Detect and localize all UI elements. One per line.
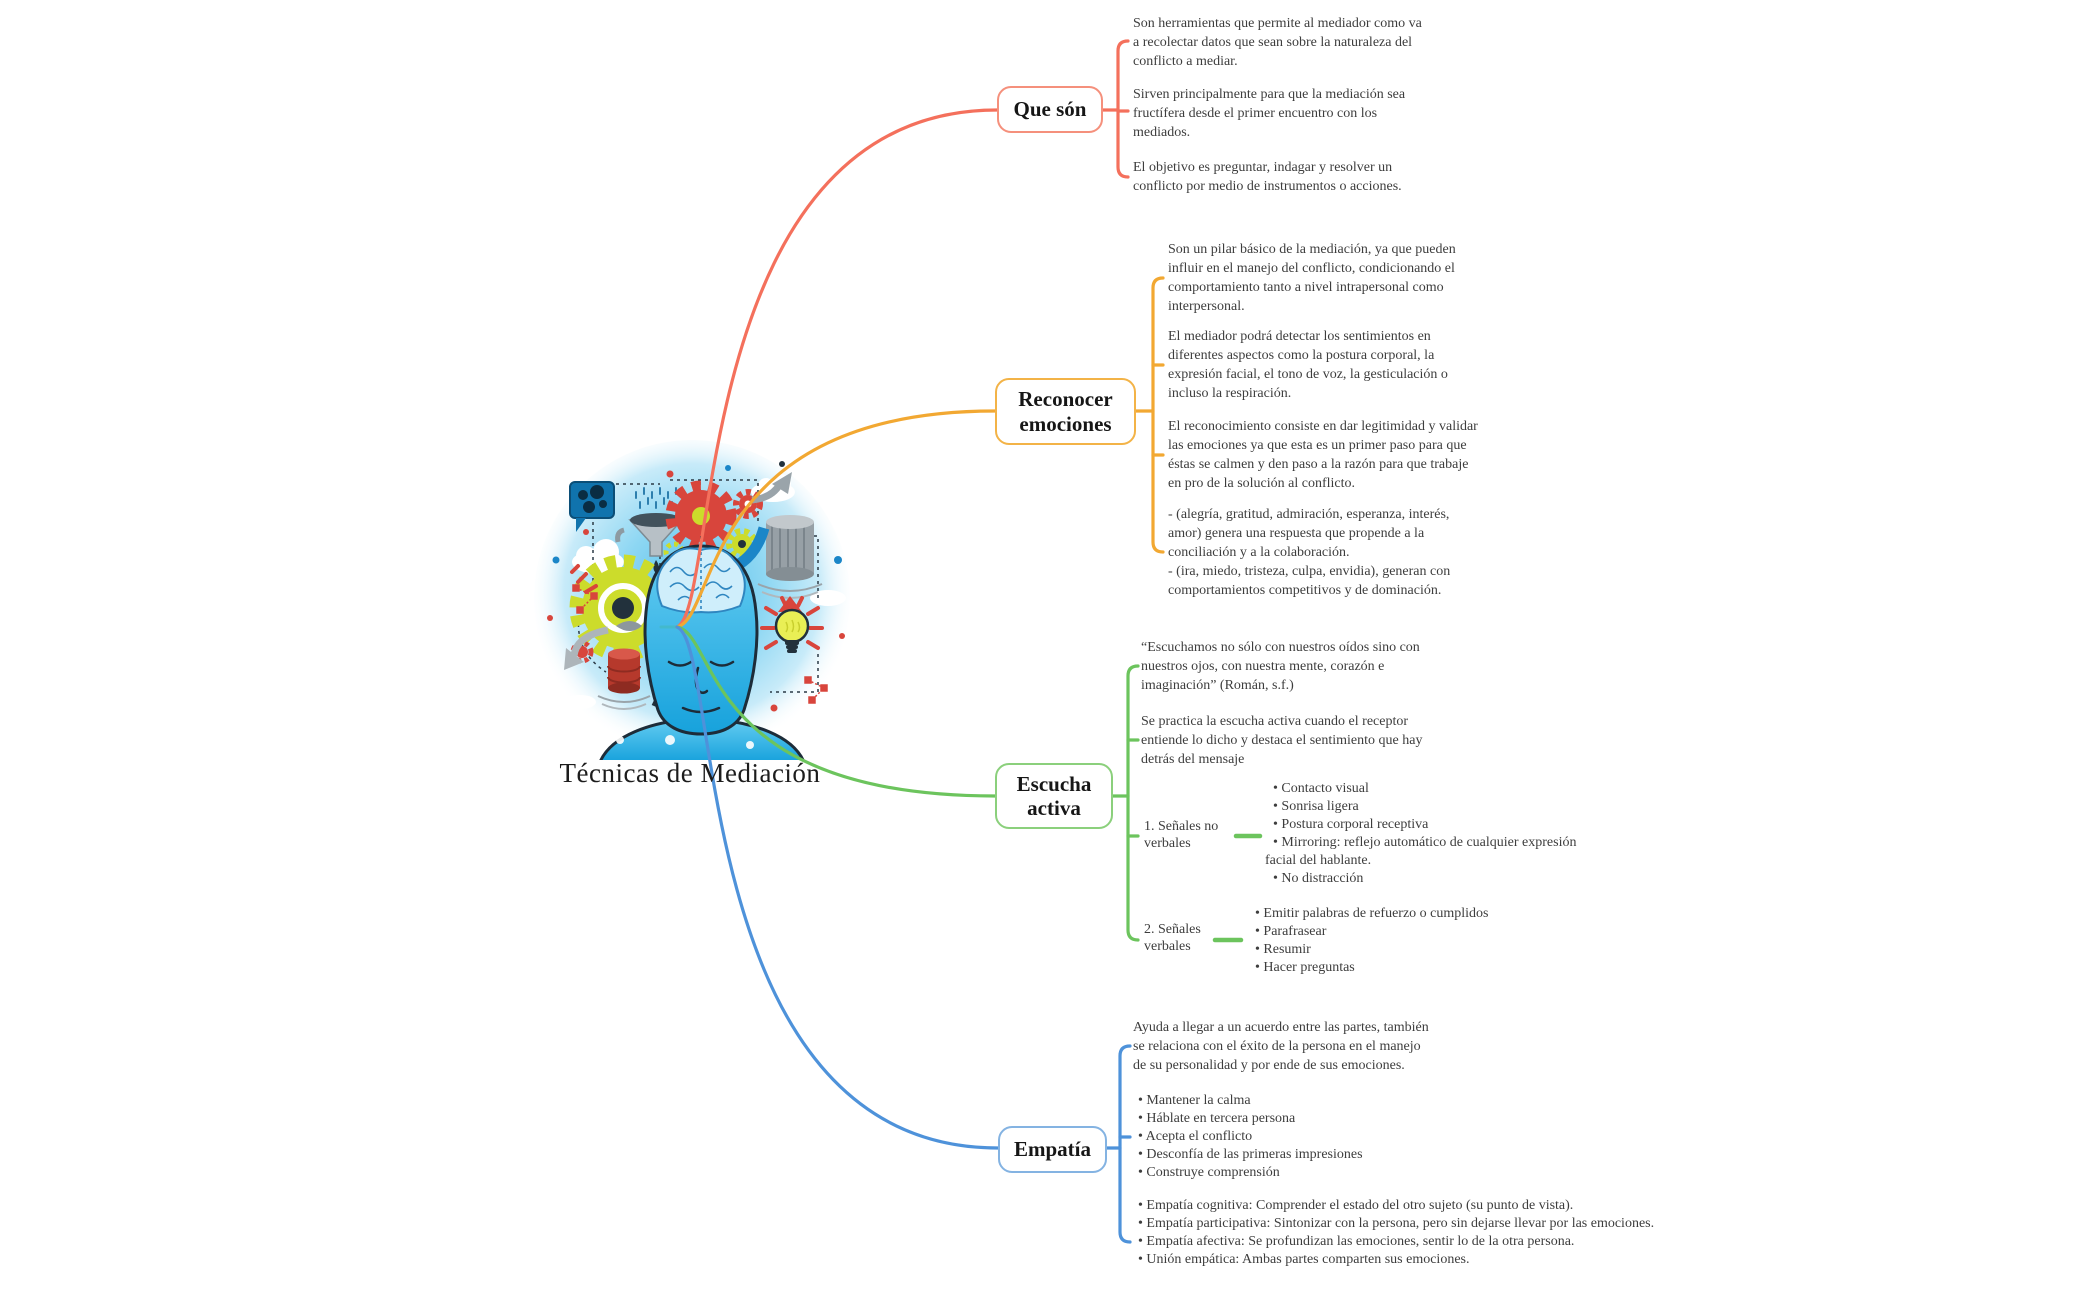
node-que-son[interactable]: Que són [997, 86, 1103, 133]
bullet-item: • Mirroring: reflejo automático de cualq… [1265, 835, 1577, 868]
node-empatia-label: Empatía [1013, 1137, 1091, 1162]
bullet-item: • Resumir [1255, 942, 1311, 957]
que-son-note-1[interactable]: Son herramientas que permite al mediador… [1133, 16, 1422, 69]
bullet-item: • Empatía afectiva: Se profundizan las e… [1138, 1234, 1575, 1249]
bullet-item: • Empatía participativa: Sintonizar con … [1138, 1216, 1655, 1231]
bullet-item: • Acepta el conflicto [1138, 1129, 1253, 1144]
que-son-note-2[interactable]: Sirven principalmente para que la mediac… [1133, 87, 1406, 140]
bullet-item: • Construye comprensión [1138, 1165, 1280, 1180]
escucha-quote-note[interactable]: “Escuchamos no sólo con nuestros oídos s… [1141, 640, 1420, 693]
escucha-note-2[interactable]: Se practica la escucha activa cuando el … [1141, 714, 1423, 767]
escucha-subnode-nonverbal-label[interactable]: 1. Señales no verbales [1144, 819, 1219, 851]
reconocer-note-1[interactable]: Son un pilar básico de la mediación, ya … [1168, 242, 1456, 314]
map-title: Técnicas de Mediación [559, 758, 821, 788]
brain-illustration [534, 440, 850, 760]
node-reconocer-emociones[interactable]: Reconocer emociones [995, 378, 1136, 445]
que-son-note-3[interactable]: El objetivo es preguntar, indagar y reso… [1133, 160, 1402, 194]
bullet-item: • Mantener la calma [1138, 1093, 1251, 1108]
reconocer-note-2[interactable]: El mediador podrá detectar los sentimien… [1168, 329, 1448, 401]
bullet-item: • Hacer preguntas [1255, 960, 1355, 975]
escucha-nonverbal-bullets[interactable]: • Contacto visual • Sonrisa ligera • Postu… [1265, 780, 1603, 888]
bullet-item: • Empatía cognitiva: Comprender el estad… [1138, 1198, 1574, 1213]
node-escucha-label: Escucha activa [1016, 771, 1092, 820]
bullet-item: • Postura corporal receptiva [1273, 817, 1429, 832]
node-escucha-activa[interactable]: Escucha activa [995, 763, 1113, 829]
bullet-item: • Unión empática: Ambas partes comparten… [1138, 1252, 1470, 1267]
reconocer-note-3[interactable]: El reconocimiento consiste en dar legiti… [1168, 419, 1478, 491]
bullet-item: • Contacto visual [1273, 781, 1369, 796]
bullet-item: • Parafrasear [1255, 924, 1327, 939]
escucha-subnode-verbal-label[interactable]: 2. Señales verbales [1144, 922, 1201, 954]
empatia-types-bullets[interactable]: • Empatía cognitiva: Comprender el estad… [1130, 1197, 1678, 1269]
empatia-calm-bullets[interactable]: • Mantener la calma • Háblate en tercera … [1130, 1092, 1430, 1182]
bullet-item: • Emitir palabras de refuerzo o cumplido… [1255, 906, 1489, 921]
node-que-son-label: Que són [1013, 97, 1087, 122]
empatia-note-1[interactable]: Ayuda a llegar a un acuerdo entre las pa… [1133, 1020, 1429, 1073]
escucha-verbal-bullets[interactable]: • Emitir palabras de refuerzo o cumplido… [1247, 905, 1607, 977]
reconocer-note-4[interactable]: - (alegría, gratitud, admiración, espera… [1168, 507, 1450, 560]
node-reconocer-label: Reconocer emociones [1018, 387, 1113, 436]
bullet-item: • Sonrisa ligera [1273, 799, 1359, 814]
bullet-item: • Háblate en tercera persona [1138, 1111, 1296, 1126]
bullet-item: • Desconfía de las primeras impresiones [1138, 1147, 1363, 1162]
bullet-item: • No distracción [1273, 871, 1364, 886]
reconocer-note-5[interactable]: - (ira, miedo, tristeza, culpa, envidia)… [1168, 564, 1451, 598]
node-empatia[interactable]: Empatía [998, 1126, 1107, 1173]
